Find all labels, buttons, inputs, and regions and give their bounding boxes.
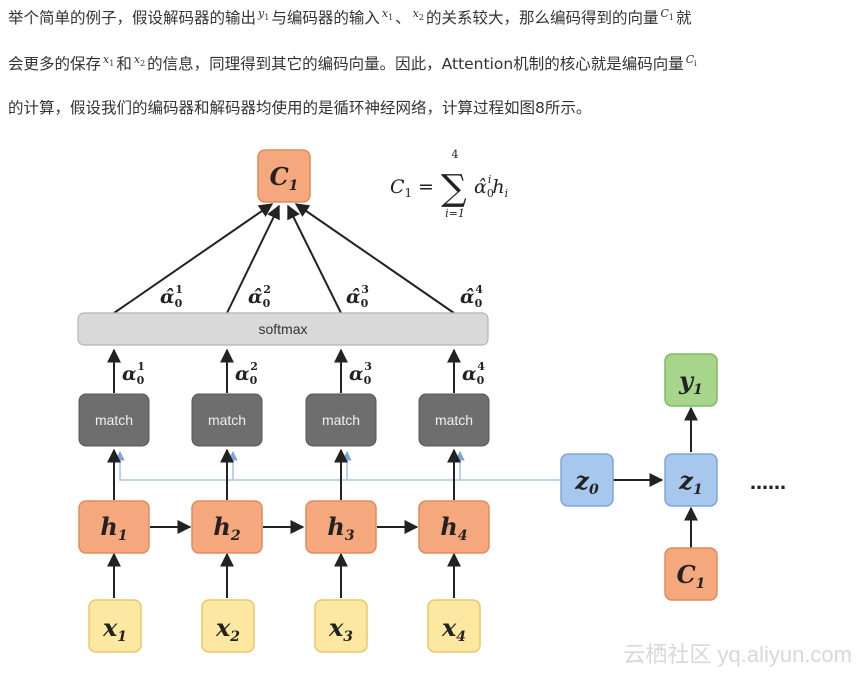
- alpha-2: α02: [235, 360, 258, 387]
- paragraph-line-3: 的计算，假设我们的编码器和解码器均使用的是循环神经网络，计算过程如图8所示。: [8, 96, 591, 118]
- text-segment: 的信息，同理得到其它的编码向量。因此，Attention机制的核心就是编码向量: [147, 55, 684, 73]
- svg-text:x4: x4: [441, 613, 466, 645]
- context-formula: C1 = ∑ 4 i=1 α̂0ihi: [390, 148, 508, 220]
- svg-text:h3: h3: [327, 512, 354, 544]
- svg-text:z1: z1: [678, 466, 702, 498]
- svg-text:match: match: [95, 412, 133, 428]
- inline-variable: x2: [133, 53, 146, 69]
- svg-text:softmax: softmax: [258, 321, 307, 337]
- match-box-4: match: [418, 393, 490, 447]
- svg-text:C1: C1: [390, 176, 412, 200]
- inline-variable: y1: [258, 7, 270, 23]
- text-segment: 的计算，假设我们的编码器和解码器均使用的是循环神经网络，计算过程如图8所示。: [8, 99, 592, 117]
- watermark: 云栖社区 yq.aliyun.com: [623, 642, 852, 667]
- alpha-labels: α01 α02 α03 α04: [122, 360, 485, 387]
- svg-text:y1: y1: [678, 366, 703, 398]
- svg-text:C1: C1: [270, 162, 299, 194]
- encoder-hidden-states: h1 h2 h3 h4: [78, 500, 490, 554]
- svg-text:x3: x3: [328, 613, 353, 645]
- alpha-hat-4: α̂04: [460, 283, 483, 310]
- svg-text:C1: C1: [677, 560, 706, 592]
- arrow-softmax-c1-c: [287, 204, 342, 314]
- svg-text:h1: h1: [100, 512, 127, 544]
- svg-text:4: 4: [452, 148, 459, 161]
- h-box-3: h3: [305, 500, 377, 554]
- match-boxes: match match match match: [78, 393, 490, 447]
- h-box-4: h4: [418, 500, 490, 554]
- inline-variable: x1: [103, 53, 115, 69]
- svg-text:h2: h2: [213, 512, 240, 544]
- alpha-1: α01: [122, 360, 145, 387]
- alpha-hat-2: α̂02: [248, 283, 271, 310]
- svg-text:i=1: i=1: [445, 207, 465, 220]
- text-segment: 就: [676, 9, 692, 27]
- inline-variable: x2: [412, 7, 424, 23]
- alpha-3: α03: [349, 360, 372, 387]
- context-vector-c1-bottom: C1: [664, 547, 718, 601]
- text-segment: 举个简单的例子，假设解码器的输出: [8, 9, 257, 27]
- inline-variable: Ci: [685, 53, 697, 69]
- match-box-3: match: [305, 393, 377, 447]
- match-box-2: match: [191, 393, 263, 447]
- alpha-hat-1: α̂01: [160, 283, 183, 310]
- arrow-softmax-c1-d: [294, 203, 455, 314]
- alpha-hat-labels: α̂01 α̂02 α̂03 α̂04: [160, 283, 483, 310]
- svg-text:match: match: [208, 412, 246, 428]
- alpha-hat-3: α̂03: [346, 283, 369, 310]
- encoder-inputs: x1 x2 x3 x4: [88, 599, 481, 653]
- decoder-output-y1: y1: [664, 353, 718, 407]
- x-box-2: x2: [201, 599, 255, 653]
- arrows: [107, 203, 698, 598]
- svg-text:match: match: [435, 412, 473, 428]
- text-segment: 与编码器的输入: [271, 9, 380, 27]
- arrow-softmax-c1-b: [226, 204, 280, 314]
- svg-text:z0: z0: [574, 466, 599, 498]
- svg-text:x1: x1: [102, 613, 127, 645]
- h-box-2: h2: [191, 500, 263, 554]
- text-segment: 会更多的保存: [8, 55, 102, 73]
- softmax-layer: softmax: [77, 312, 489, 346]
- text-segment: 、: [395, 9, 411, 27]
- inline-variable: C1: [660, 7, 675, 23]
- svg-text:∑: ∑: [441, 168, 467, 209]
- svg-text:α̂0ihi: α̂0ihi: [474, 173, 508, 200]
- svg-text:x2: x2: [215, 613, 240, 645]
- arrow-softmax-c1-a: [113, 203, 274, 314]
- svg-text:h4: h4: [440, 512, 467, 544]
- inline-variable: x1: [381, 7, 394, 23]
- text-segment: 和: [116, 55, 132, 73]
- decoder-state-z0: z0: [560, 453, 614, 507]
- x-box-1: x1: [88, 599, 142, 653]
- decoder-state-z1: z1: [664, 453, 718, 507]
- svg-text:=: =: [418, 176, 434, 198]
- context-vector-c1-top: C1: [257, 149, 311, 203]
- svg-text:match: match: [322, 412, 360, 428]
- ellipsis: ……: [750, 473, 786, 494]
- match-box-1: match: [78, 393, 150, 447]
- text-segment: 的关系较大，那么编码得到的向量: [425, 9, 659, 27]
- alpha-4: α04: [462, 360, 485, 387]
- h-box-1: h1: [78, 500, 150, 554]
- x-box-3: x3: [314, 599, 368, 653]
- x-box-4: x4: [427, 599, 481, 653]
